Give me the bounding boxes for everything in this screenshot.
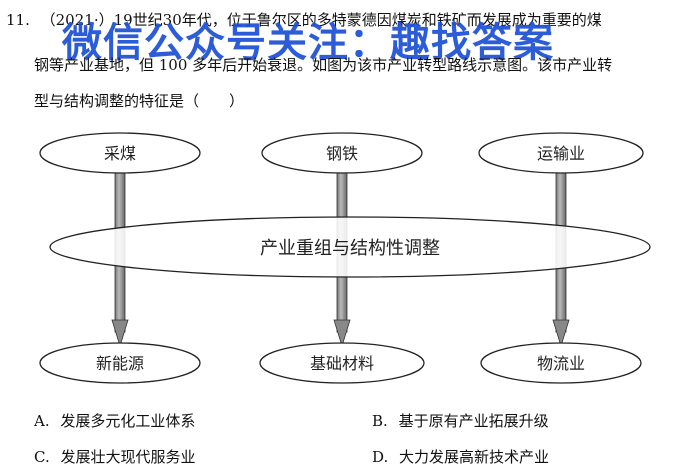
- top-node-3-label: 运输业: [537, 144, 585, 163]
- question-line-3: 型与结构调整的特征是（ ）: [34, 92, 245, 110]
- option-d[interactable]: D. 大力发展高新技术产业: [372, 446, 549, 467]
- bottom-node-2-label: 基础材料: [310, 354, 374, 373]
- question-line-2: 钢等产业基地，但 100 多年后开始衰退。如图为该市产业转型路线示意图。该市产业…: [34, 56, 613, 74]
- bottom-node-2: 基础材料: [259, 342, 425, 384]
- question-number: 11.: [6, 11, 30, 29]
- option-a-text: 发展多元化工业体系: [60, 412, 196, 430]
- top-node-1: 采煤: [39, 132, 201, 174]
- middle-node-label: 产业重组与结构性调整: [260, 238, 440, 259]
- industry-transition-diagram: 采煤 钢铁 运输业 产业重组与结构性调整 新能源 基础材料 物流业: [39, 132, 651, 384]
- question-line-1: 11. （2021·）19世纪30年代，位于鲁尔区的多特蒙德因煤炭和铁矿而发展成…: [6, 9, 602, 30]
- middle-node: 产业重组与结构性调整: [49, 216, 651, 278]
- option-c[interactable]: C. 发展壮大现代服务业: [34, 446, 196, 467]
- option-c-text: 发展壮大现代服务业: [60, 448, 196, 466]
- bottom-node-1-label: 新能源: [96, 354, 144, 373]
- option-d-letter: D.: [372, 448, 389, 466]
- top-node-2: 钢铁: [261, 132, 423, 174]
- option-c-letter: C.: [34, 448, 50, 466]
- option-b-letter: B.: [372, 412, 388, 430]
- top-node-3: 运输业: [478, 132, 644, 174]
- option-a[interactable]: A. 发展多元化工业体系: [34, 410, 195, 431]
- option-b-text: 基于原有产业拓展升级: [398, 412, 549, 430]
- bottom-node-3-label: 物流业: [537, 354, 585, 373]
- question-text-1: （2021·）19世纪30年代，位于鲁尔区的多特蒙德因煤炭和铁矿而发展成为重要的…: [40, 11, 602, 29]
- top-node-2-label: 钢铁: [326, 144, 358, 163]
- top-node-1-label: 采煤: [104, 144, 136, 163]
- option-d-text: 大力发展高新技术产业: [399, 448, 550, 466]
- bottom-node-3: 物流业: [480, 342, 642, 384]
- bottom-node-1: 新能源: [39, 342, 201, 384]
- option-a-letter: A.: [34, 412, 50, 430]
- option-b[interactable]: B. 基于原有产业拓展升级: [372, 410, 549, 431]
- watermark: 微信公众号关注：趣找答案: [62, 20, 554, 66]
